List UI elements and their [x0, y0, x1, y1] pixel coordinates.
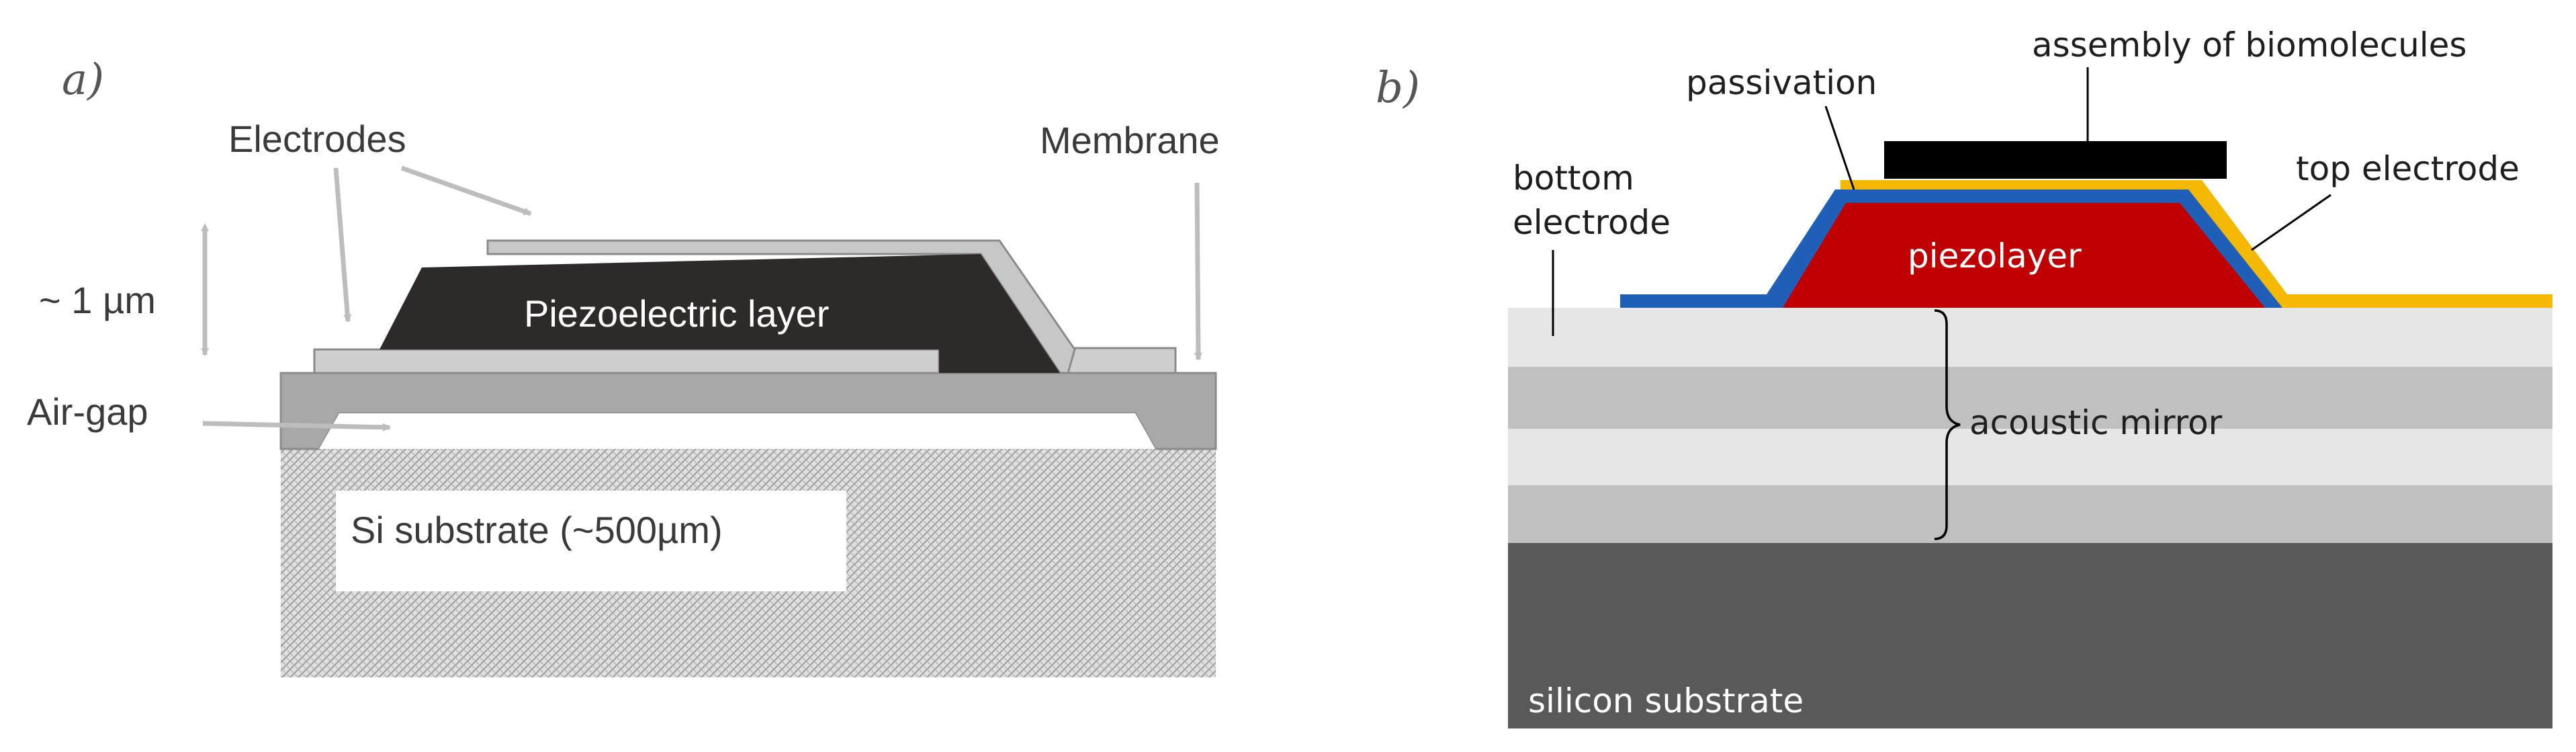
- electrode-pad: [1067, 347, 1177, 374]
- assembly-label: assembly of biomolecules: [2032, 26, 2467, 65]
- electrodes-arrow-bottom: [333, 167, 352, 323]
- silicon-substrate-label: silicon substrate: [1528, 681, 1804, 720]
- bottom-electrode-label-2: electrode: [1513, 203, 1671, 242]
- air-gap: [319, 413, 1155, 449]
- panel-b: b) piezolayer assembly of biomolecules p…: [1376, 26, 2552, 728]
- thickness-label: ~ 1 µm: [39, 279, 156, 321]
- panel-a-label: a): [62, 55, 104, 105]
- bottom-electrode-label-1: bottom: [1513, 159, 1634, 198]
- substrate-label-box: [336, 491, 846, 591]
- air-gap-arrow: [202, 421, 391, 431]
- piezoelectric-layer: [380, 254, 1060, 373]
- air-gap-label: Air-gap: [27, 390, 148, 433]
- top-electrode: [486, 239, 1076, 374]
- mirror-layer-1: [1508, 308, 2552, 367]
- biomolecule-assembly: [1884, 141, 2227, 179]
- mirror-layer-2: [1508, 367, 2552, 429]
- passivation-pointer: [1824, 106, 1855, 190]
- panel-b-label: b): [1376, 63, 1420, 113]
- membrane-arrow: [1194, 182, 1202, 361]
- piezolayer: [1783, 203, 2265, 308]
- silicon-substrate: [1508, 543, 2552, 728]
- acoustic-mirror-label: acoustic mirror: [1969, 403, 2223, 442]
- electrodes-arrow-top: [400, 165, 532, 216]
- piezo-layer-label: Piezoelectric layer: [524, 292, 829, 335]
- mirror-layer-4: [1508, 485, 2552, 543]
- acoustic-mirror-brace: [1934, 309, 1961, 540]
- electrodes-label: Electrodes: [228, 118, 406, 160]
- panel-a: a) Si substrate (~500µm) Piezoelectric l…: [27, 55, 1220, 677]
- passivation-label: passivation: [1686, 63, 1877, 102]
- top-electrode-label: top electrode: [2296, 149, 2520, 188]
- bottom-electrode: [313, 348, 940, 374]
- mirror-layer-3: [1508, 429, 2552, 485]
- substrate-label: Si substrate (~500µm): [351, 509, 723, 551]
- membrane-label: Membrane: [1040, 119, 1220, 161]
- top-electrode-pointer: [2251, 194, 2331, 251]
- piezolayer-label: piezolayer: [1908, 237, 2082, 276]
